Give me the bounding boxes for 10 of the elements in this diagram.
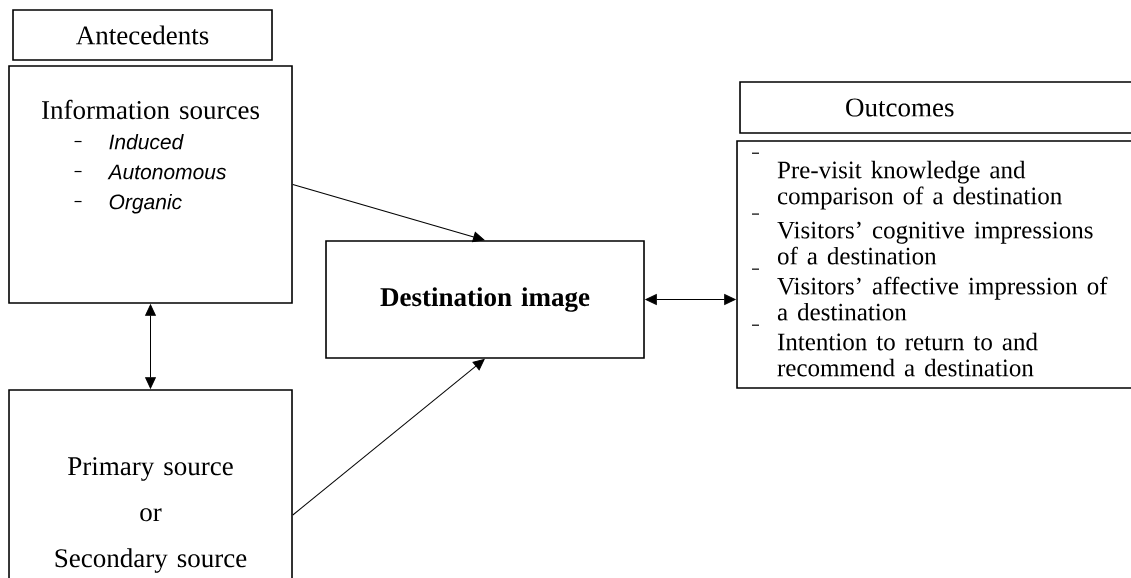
arrow	[645, 294, 736, 305]
heading-box: Outcomes	[739, 81, 1131, 134]
arrow	[292, 359, 485, 516]
arrow	[145, 304, 156, 389]
heading-box: Antecedents	[12, 9, 273, 61]
outcome-box: Pre-visit knowledge and comparison of a destination Visitors’ cognitive impressions of a destination Visitors’ affective impression of a destination Intention to return to and recommend a destination	[736, 140, 1131, 389]
concept-box: Destination image	[325, 240, 645, 359]
source-box: Primary source or Secondary source	[8, 389, 293, 578]
arrow	[292, 184, 485, 243]
source-box: Information sources Induced Autonomous Organic	[8, 65, 293, 304]
